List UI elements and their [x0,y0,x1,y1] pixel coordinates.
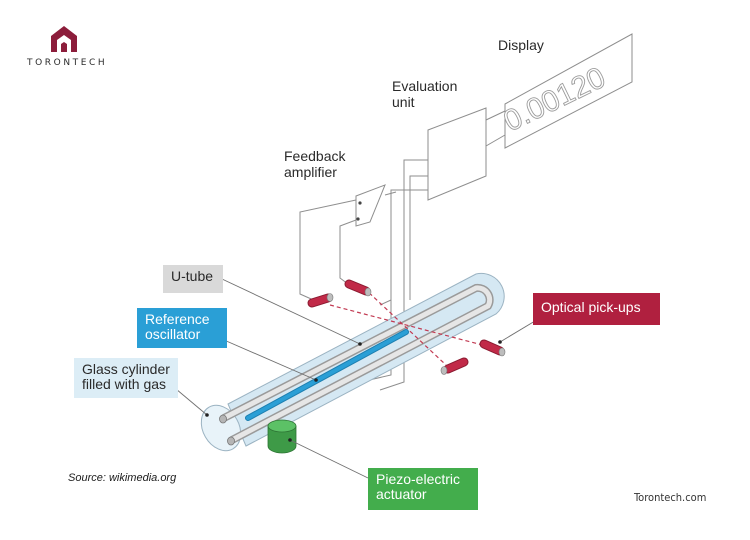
reference-oscillator-callout: Reference oscillator [137,308,227,348]
evaluation-unit-label: Evaluation unit [392,78,457,110]
glass-cylinder-callout: Glass cylinder filled with gas [74,358,178,398]
reference-oscillator-line2: oscillator [145,326,201,343]
pickup-lower-right-icon [479,339,506,357]
u-tube-callout-text: U-tube [171,268,214,284]
pickup-lower-left-icon [440,357,469,375]
feedback-amplifier-label-line1: Feedback [284,148,346,164]
pickup-upper-right-icon [344,279,372,297]
reference-oscillator-line1: Reference [145,311,210,327]
feedback-amplifier-label-line2: amplifier [284,164,337,181]
reference-oscillator [245,329,409,421]
u-tube [219,283,494,446]
evaluation-unit-label-line2: unit [392,94,415,111]
pickup-upper-left-icon [307,293,334,308]
optical-beams [329,287,491,366]
watermark: Torontech.com [634,491,707,504]
optical-pickup-icons [307,279,506,375]
glass-cylinder-line1: Glass cylinder [82,361,170,377]
piezo-actuator-icon [267,419,297,454]
optical-pickups-callout: Optical pick-ups [533,293,660,325]
source-credit: Source: wikimedia.org [68,472,177,484]
evaluation-unit-label-line1: Evaluation [392,78,458,94]
evaluation-unit-box [427,107,487,201]
piezo-actuator-line2: actuator [376,486,427,503]
feedback-amplifier-label: Feedback amplifier [284,148,345,180]
optical-pickups-callout-text: Optical pick-ups [541,299,641,315]
torontech-logo-icon [51,26,77,52]
callout-lines [175,278,541,479]
callout-dots [205,340,502,442]
glass-cylinder-line2: filled with gas [82,376,167,393]
feedback-amplifier-icon [355,184,386,227]
display-label: Display [498,37,544,53]
u-tube-callout: U-tube [163,265,223,293]
piezo-actuator-line1: Piezo-electric [376,471,461,487]
piezo-actuator-callout: Piezo-electric actuator [368,468,478,510]
brand-name: TORONTECH [27,58,108,68]
display-panel [504,33,633,149]
